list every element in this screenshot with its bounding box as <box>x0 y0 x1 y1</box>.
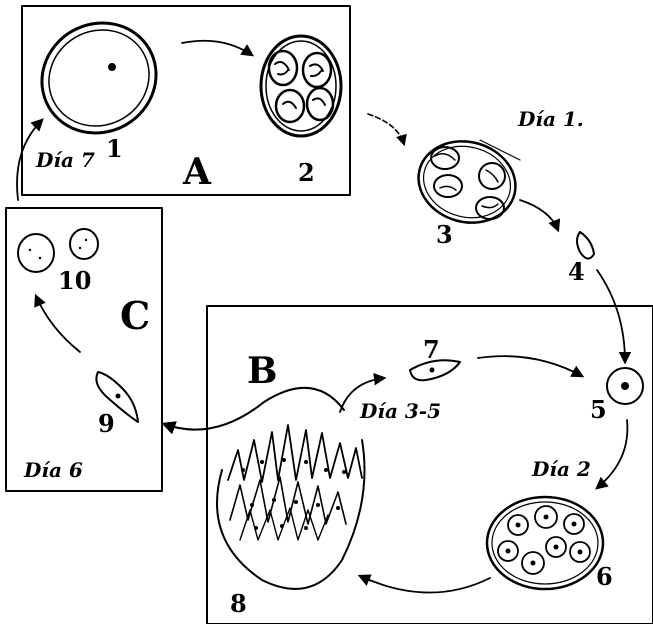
sporulated-oocyst-stage-2 <box>261 36 341 136</box>
infected-epithelium-stage-8 <box>217 425 365 589</box>
arrow-5-to-6 <box>597 420 627 488</box>
excysting-oocyst-stage-3 <box>409 131 524 234</box>
day-2-label: Día 2 <box>531 457 591 481</box>
arrow-8-to-9 <box>164 388 344 430</box>
arrow-1-to-2 <box>182 41 252 55</box>
stage-9-number: 9 <box>98 409 115 438</box>
stage-6-number: 6 <box>596 562 613 591</box>
trophozoite-stage-5 <box>607 368 643 404</box>
stage-2-number: 2 <box>298 158 315 187</box>
stage-10-number: 10 <box>58 266 91 295</box>
arrow-7-to-5 <box>478 356 582 376</box>
arrow-3-to-4 <box>520 200 558 230</box>
stage-5-number: 5 <box>590 395 607 424</box>
stage-3-number: 3 <box>436 220 453 249</box>
stage-4-number: 4 <box>568 257 585 286</box>
day-7-label: Día 7 <box>35 148 95 172</box>
day-1-label: Día 1. <box>517 107 584 131</box>
stage-1-number: 1 <box>106 134 123 163</box>
arrow-4-to-5 <box>597 270 625 362</box>
day-3-5-label: Día 3-5 <box>359 399 441 423</box>
meront-stage-6 <box>487 497 603 589</box>
panel-a-label: A <box>182 151 212 193</box>
arrow-2-to-3 <box>368 114 404 144</box>
arrow-9-to-10 <box>36 296 80 352</box>
panel-c-label: C <box>120 293 150 338</box>
arrow-6-to-8 <box>360 576 490 593</box>
day-6-label: Día 6 <box>23 458 83 482</box>
stage-7-number: 7 <box>423 335 440 364</box>
stage-8-number: 8 <box>230 589 247 618</box>
oocyst-stage-1 <box>22 2 176 154</box>
sporozoite-stage-4 <box>577 232 594 259</box>
panel-b-label: B <box>247 350 277 392</box>
